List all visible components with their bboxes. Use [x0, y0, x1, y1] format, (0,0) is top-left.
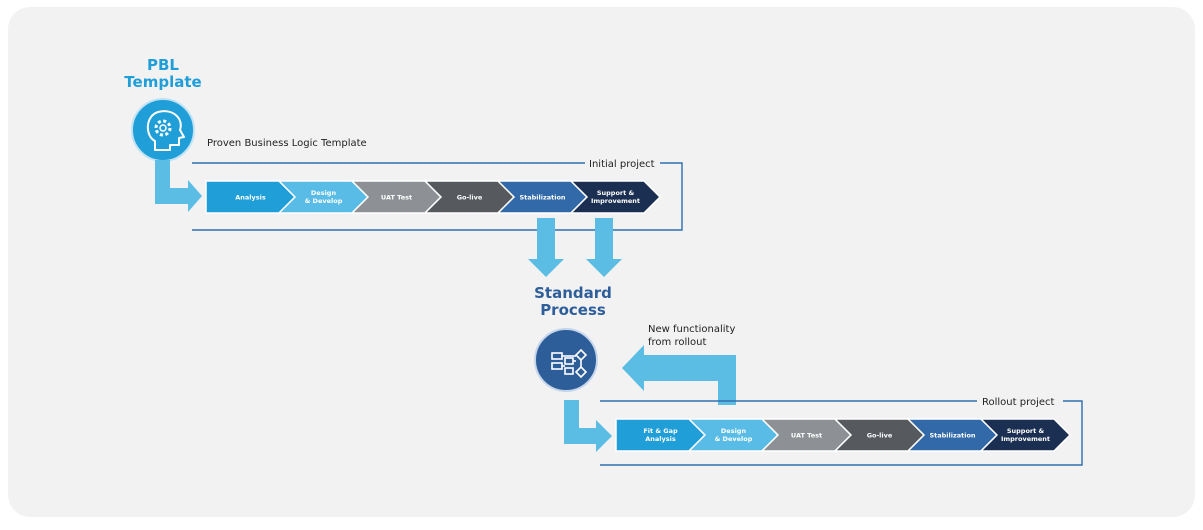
initial-phase-chain: Analysis Design& Develop UAT Test Go-live St…	[205, 180, 662, 214]
flowchart-icon	[534, 328, 598, 392]
initial-project-frame	[192, 162, 683, 231]
initial-chevron-6	[569, 180, 662, 214]
initial-phase-label-2-line1: Design	[311, 189, 337, 197]
rollout-phase-label-2-line2: & Develop	[715, 435, 753, 443]
initial-phase-label-5: Stabilization	[519, 194, 565, 202]
feedback-arrow-body	[622, 345, 736, 405]
rollout-phase-label-2-line1: Design	[721, 427, 747, 435]
pbl-entry-arrow	[155, 160, 202, 212]
head-gear-icon	[131, 98, 195, 162]
initial-phase-label-1: Analysis	[235, 194, 266, 202]
rollout-project-label: Rollout project	[982, 397, 1055, 408]
rollout-phase-label-4: Go-live	[867, 432, 893, 440]
rollout-phase-label-3: UAT Test	[791, 432, 822, 440]
initial-phase-label-2-line2: & Develop	[305, 197, 343, 205]
down-arrow-right	[586, 218, 622, 277]
standard-title-line2: Process	[540, 301, 606, 319]
rollout-phase-label-5: Stabilization	[929, 432, 975, 440]
initial-phase-label-3: UAT Test	[381, 194, 412, 202]
feedback-label-line2: from rollout	[648, 337, 706, 348]
rollout-phase-label-6-line2: Improvement	[1001, 435, 1050, 443]
rollout-chevron-6	[979, 418, 1072, 452]
pbl-title-line2: Template	[124, 73, 201, 91]
down-arrow-left	[528, 218, 564, 277]
pbl-subtitle: Proven Business Logic Template	[207, 138, 367, 149]
rollout-phase-label-6-line1: Support &	[1007, 427, 1045, 435]
initial-phase-label-6-line1: Support &	[597, 189, 635, 197]
standard-entry-arrow	[564, 400, 612, 452]
pbl-title-line1: PBL	[147, 56, 179, 74]
initial-phase-label-4: Go-live	[457, 194, 483, 202]
rollout-project-frame	[600, 400, 1083, 466]
initial-phase-label-6-line2: Improvement	[591, 197, 640, 205]
rollout-phase-label-1-line2: Analysis	[645, 435, 676, 443]
standard-title-line1: Standard	[534, 284, 612, 302]
feedback-label-line1: New functionality	[648, 324, 735, 335]
initial-project-label: Initial project	[589, 159, 655, 170]
rollout-phase-label-1-line1: Fit & Gap	[643, 427, 678, 435]
